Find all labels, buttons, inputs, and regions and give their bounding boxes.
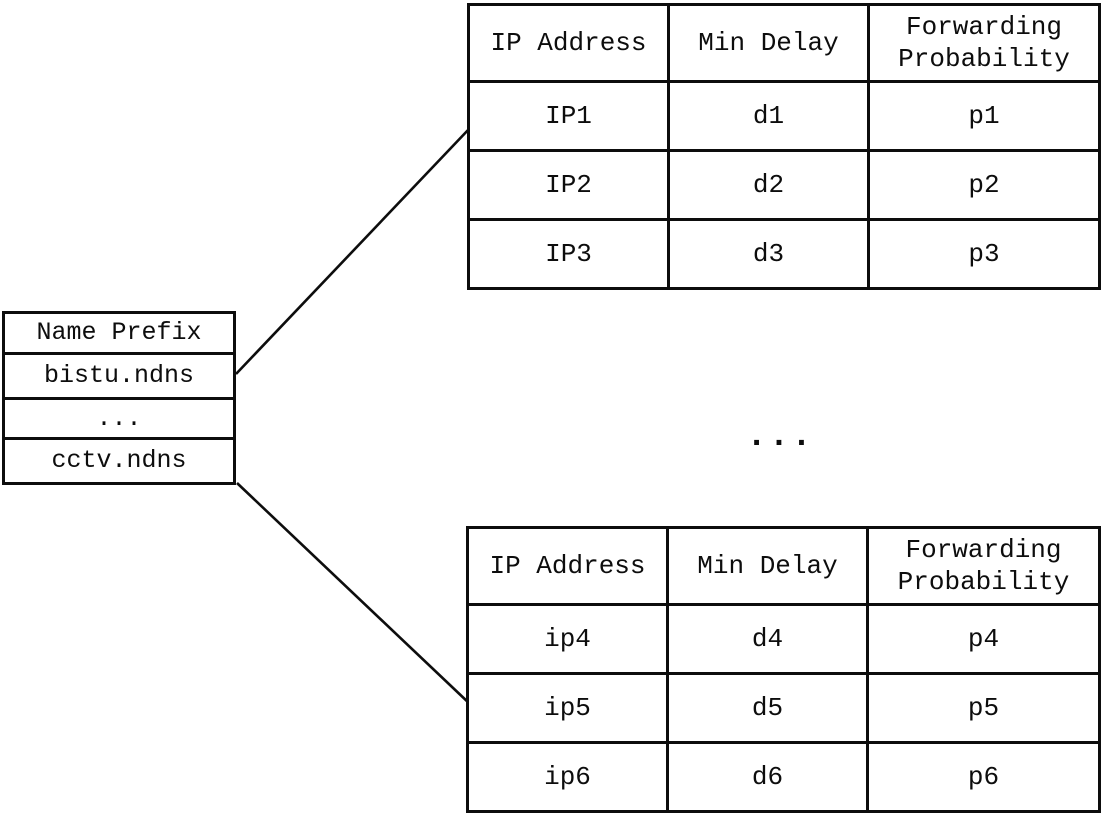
- column-header-forwarding-probability: Forwarding Probability: [866, 526, 1101, 606]
- table-header-row: IP Address Min Delay Forwarding Probabil…: [467, 3, 1101, 83]
- probability-cell: p4: [866, 603, 1101, 675]
- delay-cell: d5: [666, 672, 869, 744]
- column-header-ip-address: IP Address: [467, 3, 670, 83]
- ip-cell: IP3: [467, 218, 670, 290]
- table-row: IP1 d1 p1: [467, 80, 1101, 152]
- probability-cell: p3: [867, 218, 1101, 290]
- name-prefix-cell: bistu.ndns: [2, 352, 236, 400]
- table-row: IP3 d3 p3: [467, 218, 1101, 290]
- column-header-ip-address: IP Address: [466, 526, 669, 606]
- delay-cell: d6: [666, 741, 869, 813]
- column-header-min-delay: Min Delay: [666, 526, 869, 606]
- probability-cell: p1: [867, 80, 1101, 152]
- table-row: ip4 d4 p4: [466, 603, 1101, 675]
- table-header-row: IP Address Min Delay Forwarding Probabil…: [466, 526, 1101, 606]
- name-prefix-header: Name Prefix: [2, 311, 236, 355]
- probability-cell: p2: [867, 149, 1101, 221]
- table-row: IP2 d2 p2: [467, 149, 1101, 221]
- table-row: ip5 d5 p5: [466, 672, 1101, 744]
- ip-cell: IP2: [467, 149, 670, 221]
- connector-line-to-bottom-table: [236, 482, 471, 705]
- connector-line-to-top-table: [235, 128, 470, 375]
- ip-cell: ip5: [466, 672, 669, 744]
- probability-cell: p6: [866, 741, 1101, 813]
- fib-table-bottom: IP Address Min Delay Forwarding Probabil…: [466, 526, 1101, 813]
- probability-cell: p5: [866, 672, 1101, 744]
- table-row: Name Prefix: [2, 311, 236, 355]
- column-header-forwarding-probability: Forwarding Probability: [867, 3, 1101, 83]
- delay-cell: d2: [667, 149, 870, 221]
- ip-cell: ip6: [466, 741, 669, 813]
- table-row: ...: [2, 397, 236, 440]
- table-row: ip6 d6 p6: [466, 741, 1101, 813]
- column-header-min-delay: Min Delay: [667, 3, 870, 83]
- name-prefix-ellipsis-cell: ...: [2, 397, 236, 440]
- delay-cell: d4: [666, 603, 869, 675]
- ip-cell: IP1: [467, 80, 670, 152]
- table-row: cctv.ndns: [2, 437, 236, 485]
- delay-cell: d1: [667, 80, 870, 152]
- ip-cell: ip4: [466, 603, 669, 675]
- name-prefix-table: Name Prefix bistu.ndns ... cctv.ndns: [2, 311, 236, 485]
- between-tables-ellipsis: ...: [746, 418, 814, 456]
- delay-cell: d3: [667, 218, 870, 290]
- table-row: bistu.ndns: [2, 352, 236, 400]
- name-prefix-cell: cctv.ndns: [2, 437, 236, 485]
- fib-table-top: IP Address Min Delay Forwarding Probabil…: [467, 3, 1101, 290]
